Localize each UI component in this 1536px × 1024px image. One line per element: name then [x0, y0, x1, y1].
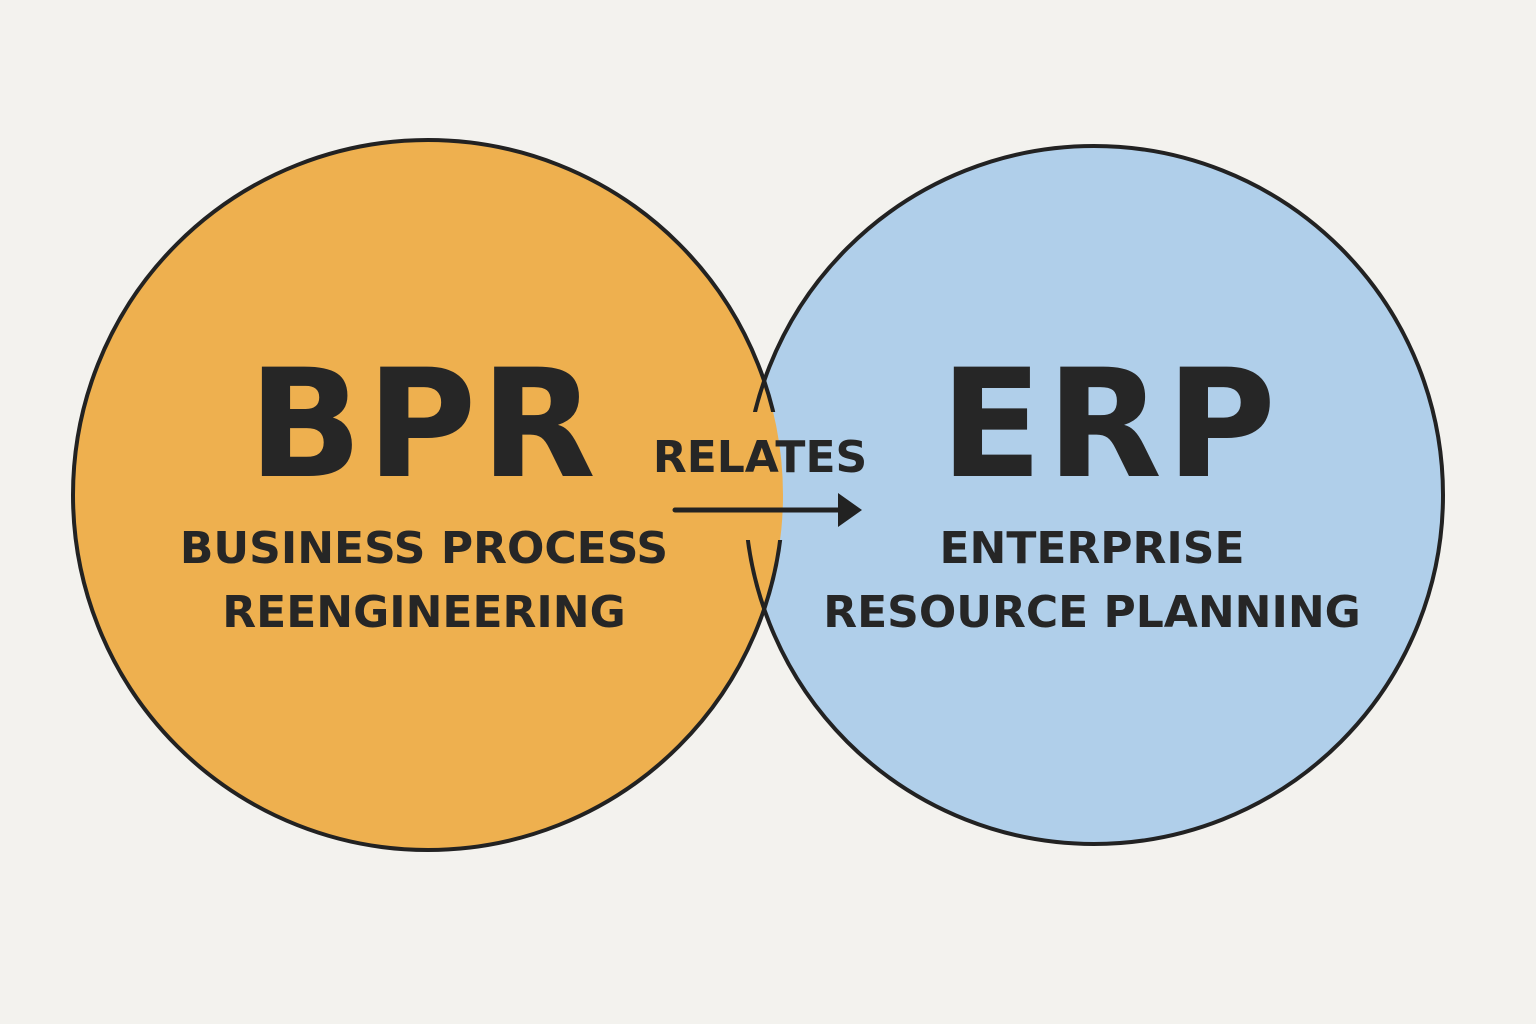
bpr-circle	[73, 140, 783, 850]
erp-acronym: ERP	[940, 338, 1280, 512]
arrow-head-icon	[838, 493, 862, 527]
erp-full-name-line2: RESOURCE PLANNING	[823, 587, 1361, 638]
erp-circle-outline	[743, 144, 1445, 846]
bpr-full-name-line2: REENGINEERING	[222, 587, 626, 638]
relates-label: RELATES	[652, 432, 868, 483]
erp-full-name-line1: ENTERPRISE	[939, 523, 1245, 574]
erp-circle	[745, 146, 1443, 844]
bpr-acronym: BPR	[248, 338, 600, 512]
bpr-full-name-line1: BUSINESS PROCESS	[179, 523, 669, 574]
bpr-circle-outline	[71, 138, 785, 852]
